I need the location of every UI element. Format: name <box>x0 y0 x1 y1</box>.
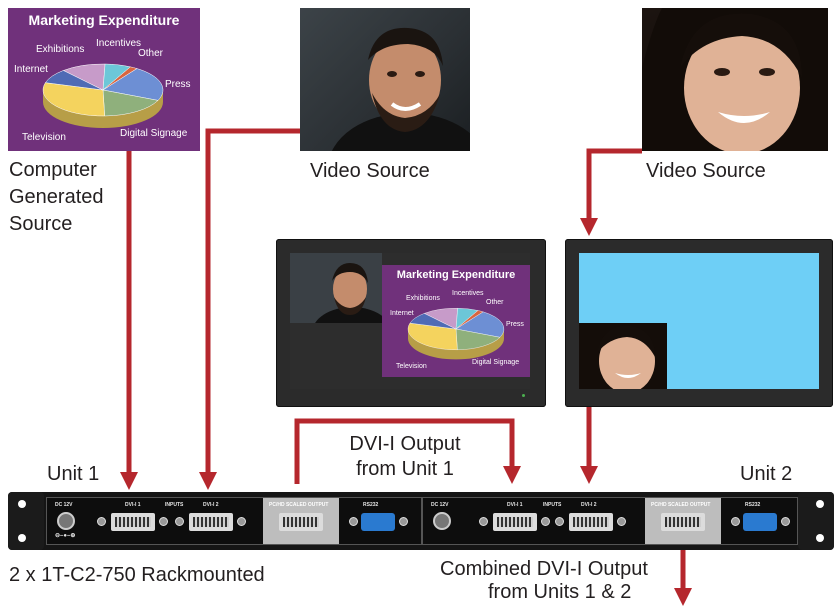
dvi-output-label-line2: from Unit 1 <box>356 458 454 480</box>
pip-pie-chart <box>407 308 505 360</box>
pie-side-wall <box>408 329 504 360</box>
pip-man-photo <box>290 253 382 323</box>
unit2-rs232-port[interactable] <box>743 513 777 531</box>
monitor-unit2-output <box>565 239 833 407</box>
video-source-label-1: Video Source <box>310 160 430 182</box>
woman-portrait <box>642 8 828 151</box>
unit2-inputs-label: INPUTS <box>543 502 562 508</box>
rack-ear-right <box>798 492 834 550</box>
unit2-panel: DC 12V DVI-I 1 INPUTS DVI-I 2 PC/HD SCAL… <box>422 497 798 545</box>
unit1-dc-label: DC 12V <box>55 502 73 508</box>
pip-chart: Marketing Expenditure Exhibitions Incent… <box>382 265 530 377</box>
pip-pie-slices <box>407 308 505 360</box>
pip-label-exhibitions: Exhibitions <box>406 295 440 302</box>
pie-chart-3d <box>42 63 164 128</box>
pip-label-digital-signage: Digital Signage <box>472 359 520 366</box>
marketing-chart-source: Marketing Expenditure Exhibitions Incent… <box>8 8 200 151</box>
pie-slice-press <box>102 68 164 101</box>
pie-slices <box>42 63 164 128</box>
pie-slice-other <box>102 66 138 91</box>
pie-slice-television <box>407 322 458 350</box>
unit2-dvi1-label: DVI-I 1 <box>507 502 523 508</box>
pip-label-television: Television <box>396 363 427 370</box>
monitor-unit1-output: Marketing Expenditure Exhibitions Incent… <box>276 239 546 407</box>
video-source-woman-photo <box>642 8 828 151</box>
unit1-output-port[interactable] <box>279 513 323 531</box>
unit2-rs232-label: RS232 <box>745 502 761 508</box>
chart-label-exhibitions: Exhibitions <box>36 44 85 55</box>
computer-source-label-line3: Source <box>9 213 73 235</box>
unit1-dc-jack[interactable] <box>57 512 75 530</box>
pie-slice-press <box>455 311 505 338</box>
pie-slice-digital-signage <box>102 89 159 117</box>
pip-label-incentives: Incentives <box>452 290 484 297</box>
pie-slice-television <box>42 82 105 117</box>
monitor-unit2-screen <box>579 253 819 389</box>
combined-output-label-line1: Combined DVI-I Output <box>440 558 648 580</box>
chart-label-press: Press <box>165 79 191 90</box>
chart-label-digital-signage: Digital Signage <box>120 128 188 139</box>
pip-woman-photo <box>579 323 667 389</box>
computer-source-label-line1: Computer <box>9 159 97 181</box>
dvi-output-label-line1: DVI-I Output <box>349 433 461 455</box>
chart-label-television: Television <box>22 132 66 143</box>
computer-source-label-line2: Generated <box>9 186 104 208</box>
unit2-dc-jack[interactable] <box>433 512 451 530</box>
unit1-dvi1-label: DVI-I 1 <box>125 502 141 508</box>
chart-label-other: Other <box>138 48 164 59</box>
video-source-man-photo <box>300 8 470 151</box>
unit1-rs232-label: RS232 <box>363 502 379 508</box>
unit1-dvi2-label: DVI-I 2 <box>203 502 219 508</box>
pie-side-wall <box>43 90 163 128</box>
combined-output-label-line2: from Units 1 & 2 <box>488 581 632 603</box>
pie-slice-digital-signage <box>455 328 501 350</box>
unit1-panel: DC 12V DVI-I 1 INPUTS DVI-I 2 PC/HD SCAL… <box>46 497 422 545</box>
unit2-scaled-label: PC/HD SCALED OUTPUT <box>651 502 711 508</box>
rackmount-chassis: DC 12V DVI-I 1 INPUTS DVI-I 2 PC/HD SCAL… <box>8 492 834 550</box>
unit1-dvi2-port[interactable] <box>189 513 233 531</box>
rackmount-label: 2 x 1T-C2-750 Rackmounted <box>9 564 265 586</box>
man-portrait <box>331 27 470 151</box>
unit1-polarity: ⊖–●–⊕ <box>55 533 76 539</box>
unit1-dvi1-port[interactable] <box>111 513 155 531</box>
chart-label-incentives: Incentives <box>96 38 142 49</box>
pip-label-press: Press <box>506 321 524 328</box>
unit2-dvi2-label: DVI-I 2 <box>581 502 597 508</box>
monitor-unit1-screen: Marketing Expenditure Exhibitions Incent… <box>290 253 530 389</box>
unit2-output-port[interactable] <box>661 513 705 531</box>
unit1-rs232-port[interactable] <box>361 513 395 531</box>
power-led <box>522 394 525 397</box>
unit1-label: Unit 1 <box>47 463 100 485</box>
pip-chart-title: Marketing Expenditure <box>396 269 516 281</box>
pip-label-internet: Internet <box>390 310 414 317</box>
unit2-label: Unit 2 <box>740 463 793 485</box>
pip-label-other: Other <box>486 299 504 306</box>
rack-ear-left <box>8 492 44 550</box>
unit2-dc-label: DC 12V <box>431 502 449 508</box>
video-source-label-2: Video Source <box>646 160 766 182</box>
pie-slice-other <box>455 310 484 330</box>
unit1-inputs-label: INPUTS <box>165 502 184 508</box>
unit2-dvi2-port[interactable] <box>569 513 613 531</box>
unit2-dvi1-port[interactable] <box>493 513 537 531</box>
chart-title: Marketing Expenditure <box>28 12 180 28</box>
unit1-scaled-label: PC/HD SCALED OUTPUT <box>269 502 329 508</box>
chart-label-internet: Internet <box>14 64 48 75</box>
